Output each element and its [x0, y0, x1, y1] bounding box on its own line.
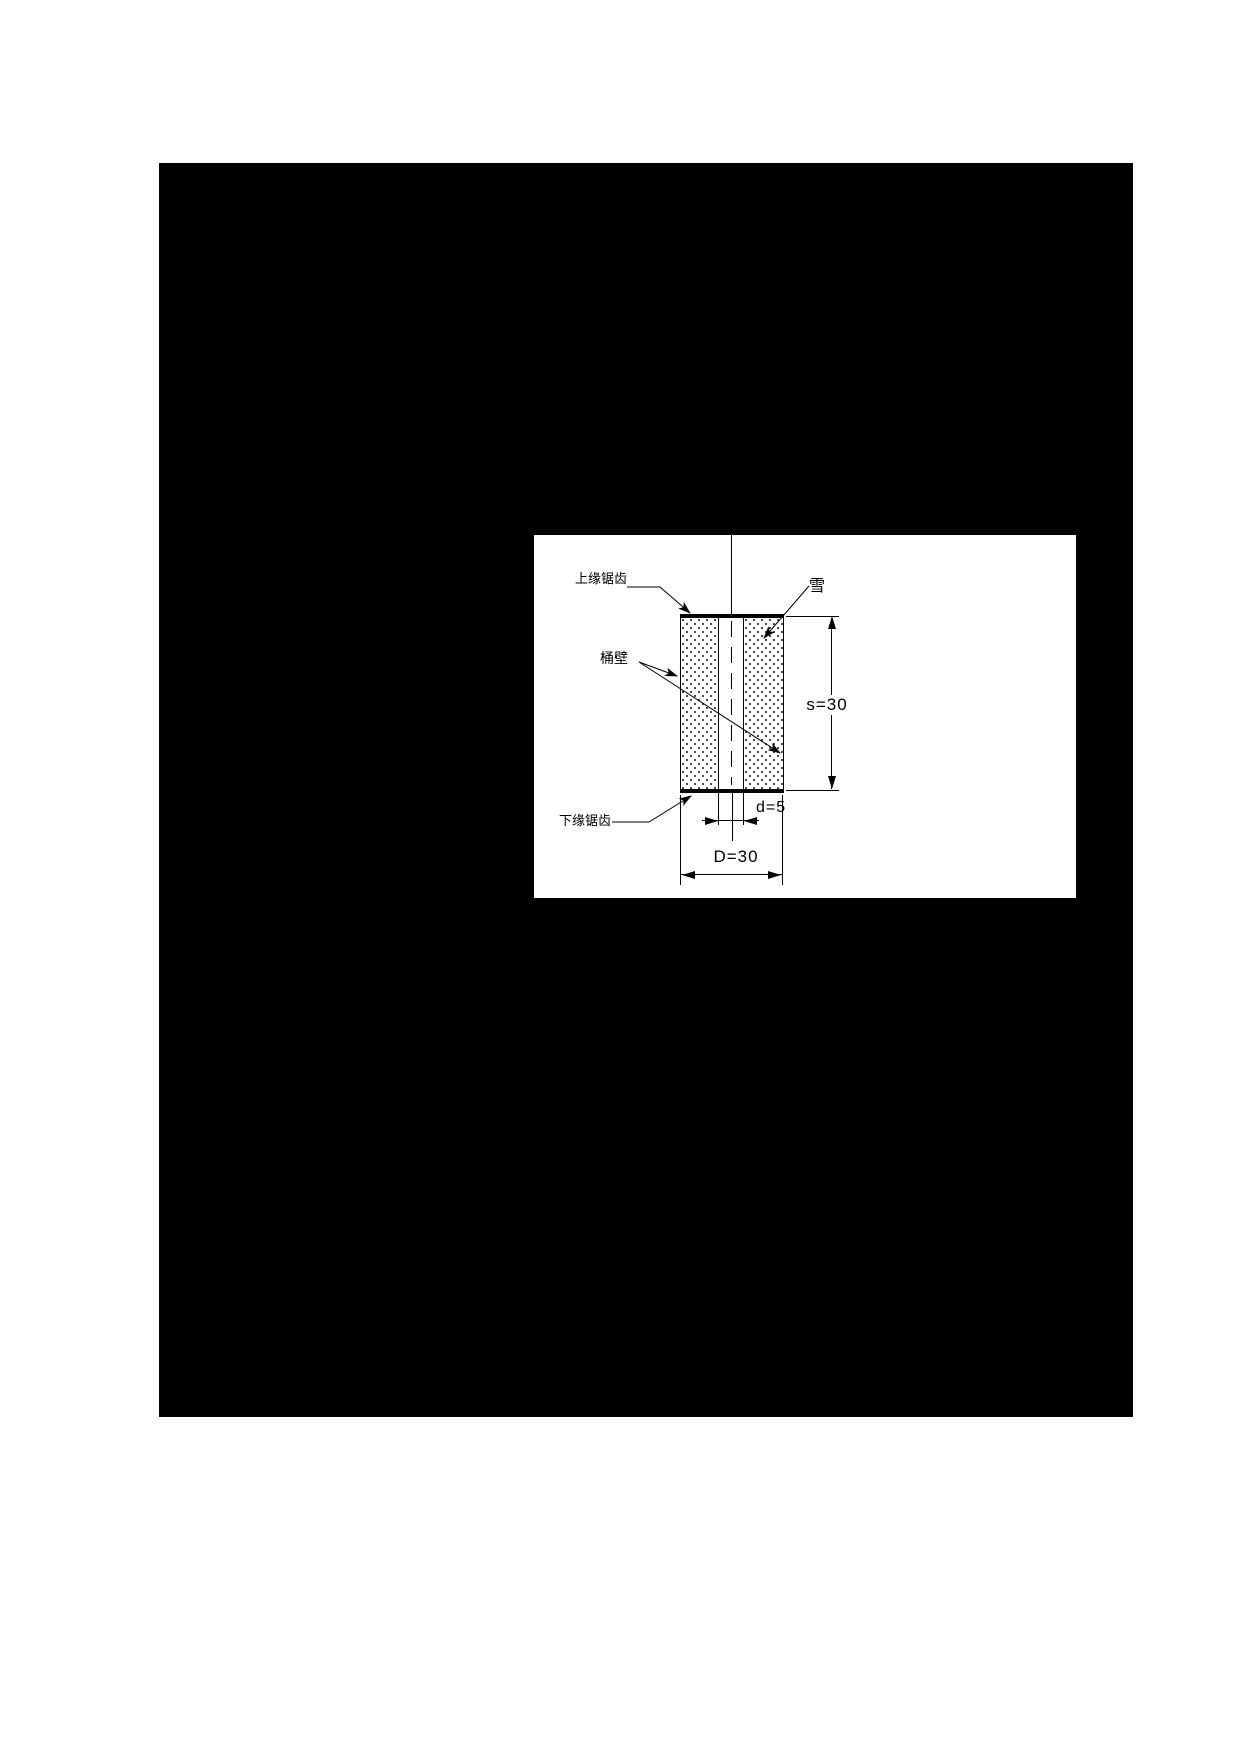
figure-panel: s=30 d=5 D=30 上缘锯齿 桶壁 雪	[534, 535, 1076, 898]
arrowhead-D-right	[768, 871, 781, 879]
arrowhead-D-left	[682, 871, 695, 879]
dimension-text-s: s=30	[802, 695, 852, 715]
dimension-line-D	[681, 874, 782, 875]
snow-fill-left	[681, 618, 718, 789]
arrowhead-d-left	[705, 817, 718, 825]
extension-line-s-bottom	[786, 790, 839, 791]
arrowhead-d-right	[744, 817, 757, 825]
leader-lines	[612, 585, 810, 823]
label-wall: 桶壁	[600, 650, 628, 666]
center-axis-stub	[732, 793, 733, 841]
center-axis-line	[731, 535, 732, 616]
extension-line-D-left	[680, 795, 681, 885]
dimension-text-D: D=30	[713, 847, 759, 866]
center-dashed-line	[731, 621, 732, 785]
inner-wall-right-line	[743, 616, 744, 825]
scan-black-area: s=30 d=5 D=30 上缘锯齿 桶壁 雪	[159, 163, 1133, 1417]
extension-line-s-top	[786, 616, 839, 617]
arrowhead-s-up	[828, 616, 836, 629]
snow-fill-right	[744, 618, 783, 789]
leader-wall-near	[638, 661, 679, 677]
dimension-line-d	[702, 820, 759, 821]
leader-top-edge	[627, 586, 691, 614]
dimension-text-d: d=5	[756, 799, 787, 816]
label-bottom-edge: 下缘锯齿	[559, 813, 612, 828]
extension-line-D-right	[782, 795, 783, 885]
arrowhead-s-down	[828, 776, 836, 789]
label-snow: 雪	[809, 578, 826, 595]
inner-wall-left-line	[718, 616, 719, 825]
label-top-edge: 上缘锯齿	[575, 571, 628, 586]
